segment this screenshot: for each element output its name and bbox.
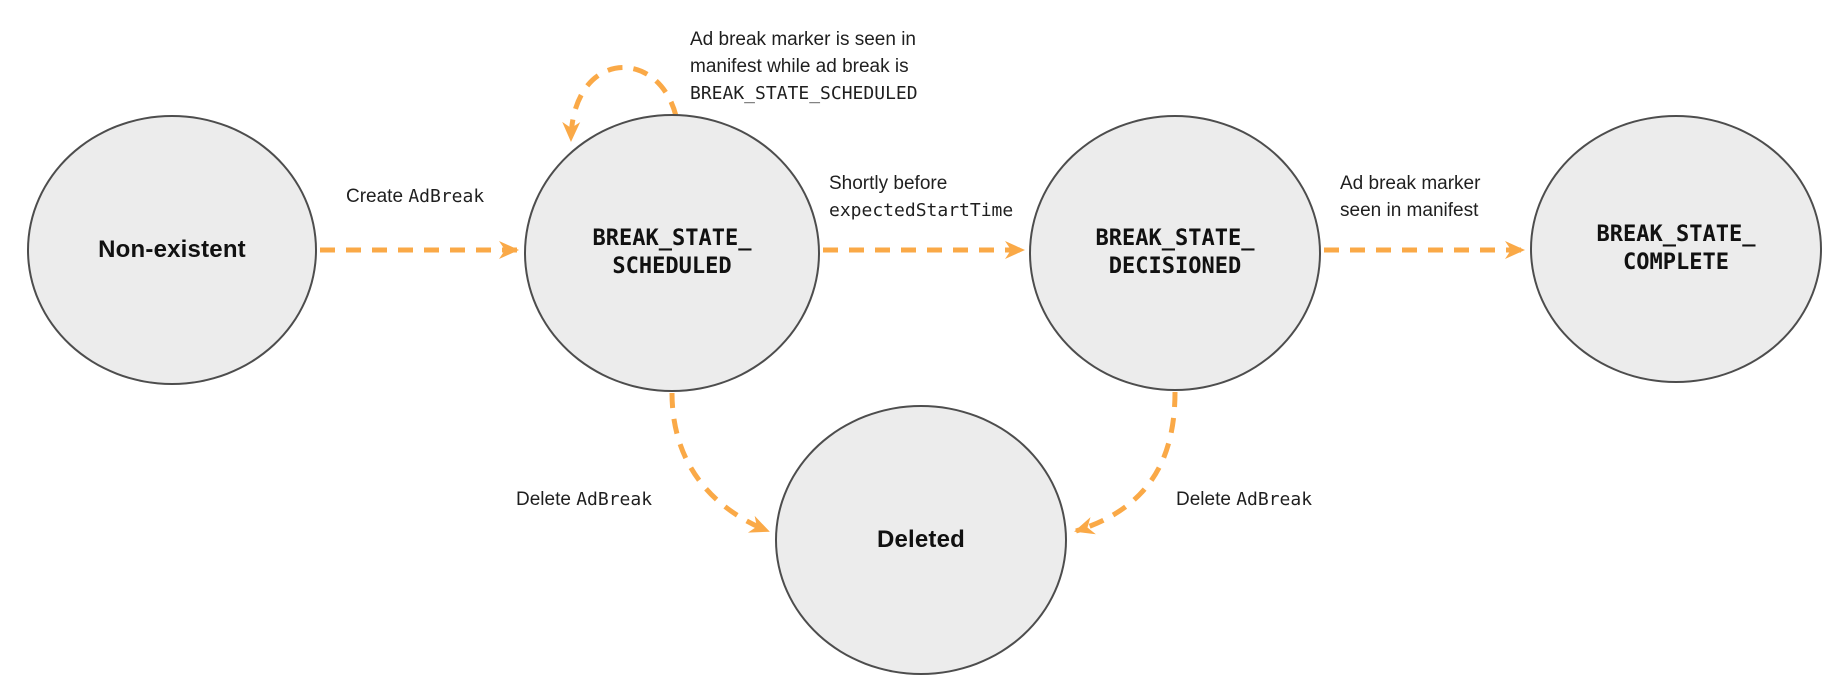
state-break-state-scheduled-label: BREAK_STATE_ SCHEDULED <box>592 226 752 279</box>
edge-label-delete-adbreak-left: Delete AdBreak <box>516 489 653 510</box>
state-non-existent-label: Non-existent <box>98 236 246 263</box>
state-break-state-scheduled: BREAK_STATE_ SCHEDULED <box>524 114 820 392</box>
edge-selfloop-scheduled <box>562 65 679 142</box>
state-break-state-complete: BREAK_STATE_ COMPLETE <box>1530 115 1822 383</box>
edge-label-marker-seen: Ad break marker seen in manifest <box>1340 173 1481 221</box>
state-break-state-decisioned: BREAK_STATE_ DECISIONED <box>1029 115 1321 391</box>
state-non-existent: Non-existent <box>27 115 317 385</box>
state-break-state-complete-label: BREAK_STATE_ COMPLETE <box>1596 222 1756 275</box>
edge-decisioned-to-deleted <box>1074 391 1178 535</box>
state-deleted: Deleted <box>775 405 1067 675</box>
edge-label-create-adbreak: Create AdBreak <box>346 186 485 207</box>
state-deleted-label: Deleted <box>876 526 966 553</box>
edge-label-selfloop-scheduled: Ad break marker is seen in manifest whil… <box>690 29 918 104</box>
edge-label-shortly-before: Shortly before expectedStartTime <box>829 173 1014 221</box>
state-break-state-decisioned-label: BREAK_STATE_ DECISIONED <box>1095 226 1255 279</box>
edge-scheduled-to-deleted <box>669 392 770 534</box>
edge-label-delete-adbreak-right: Delete AdBreak <box>1176 489 1313 510</box>
